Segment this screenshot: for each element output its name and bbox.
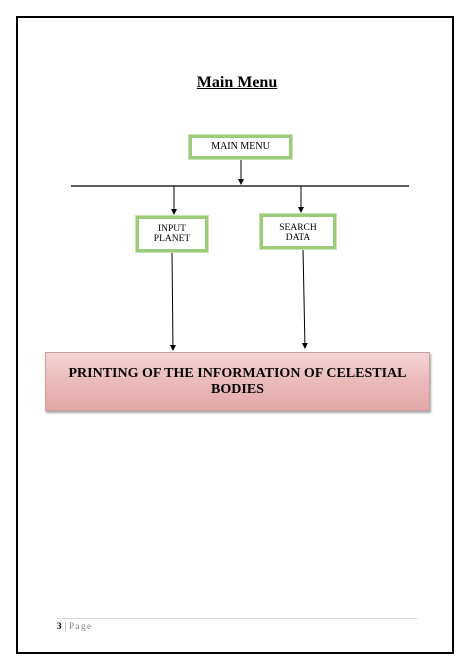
node-main-menu: MAIN MENU xyxy=(189,135,292,159)
node-main-menu-label: MAIN MENU xyxy=(211,141,270,152)
page-border xyxy=(16,16,454,654)
node-output-printing: PRINTING OF THE INFORMATION OF CELESTIAL… xyxy=(45,352,430,411)
arrow-search-to-output xyxy=(301,248,308,349)
node-search-data: SEARCH DATA xyxy=(260,214,336,249)
footer-divider xyxy=(57,618,417,619)
node-search-data-line-2: DATA xyxy=(285,233,311,243)
page-footer: 3 | Page xyxy=(57,621,93,631)
node-input-planet: INPUT PLANET xyxy=(136,216,208,252)
node-input-planet-line-1: INPUT xyxy=(158,224,186,234)
footer-page-word: Page xyxy=(69,621,93,631)
node-output-label: PRINTING OF THE INFORMATION OF CELESTIAL… xyxy=(68,365,407,397)
node-search-data-line-1: SEARCH xyxy=(279,223,317,233)
page-number: 3 xyxy=(57,621,62,631)
arrow-input-to-output xyxy=(169,251,176,351)
footer-separator: | xyxy=(64,621,67,631)
node-input-planet-line-2: PLANET xyxy=(153,234,191,244)
diagram-title: Main Menu xyxy=(196,74,278,91)
